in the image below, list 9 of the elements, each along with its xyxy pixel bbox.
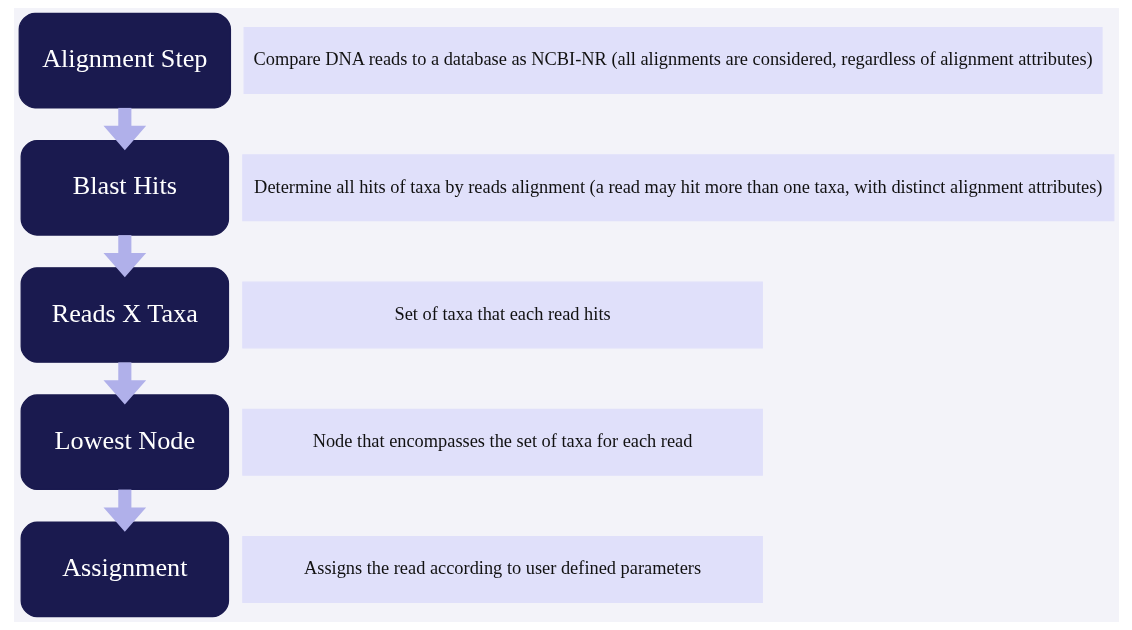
node-box: Alignment Step xyxy=(18,12,231,109)
node-box: Reads X Taxa xyxy=(20,267,229,363)
node-box: Lowest Node xyxy=(20,394,229,491)
node-box: Blast Hits xyxy=(20,139,229,236)
arrow xyxy=(102,107,146,151)
arrow xyxy=(102,362,146,405)
arrow xyxy=(102,235,146,278)
node-box: Assignment xyxy=(20,521,229,618)
arrow xyxy=(102,489,146,532)
